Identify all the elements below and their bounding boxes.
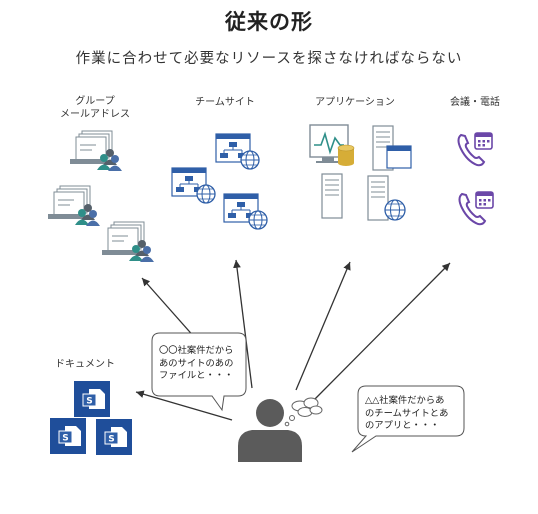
arrow-to-application bbox=[295, 261, 351, 391]
speech-bubble-right bbox=[351, 385, 465, 453]
documents-label: ドキュメント bbox=[55, 359, 115, 370]
person-icon bbox=[238, 399, 302, 462]
speech-bubble-left-text: 〇〇社案件だから あのサイトのあの ファイルと・・・ bbox=[159, 345, 234, 381]
monitor-database-icon bbox=[309, 124, 355, 166]
team-site-icon bbox=[171, 167, 216, 204]
phone-calendar-icon bbox=[457, 132, 493, 167]
thought-cloud bbox=[284, 397, 323, 427]
page-title: 従来の形 bbox=[225, 10, 313, 34]
server-icon bbox=[321, 173, 343, 219]
speech-bubble-right-text: △△社案件だからあ のチームサイトとあ のアプリと・・・ bbox=[365, 395, 449, 431]
team-site-icon bbox=[215, 133, 260, 170]
group-mail-icon bbox=[101, 221, 155, 263]
phone-calendar-icon bbox=[458, 191, 494, 226]
arrow-to-meeting bbox=[311, 262, 451, 403]
speech-bubble-left bbox=[151, 332, 247, 412]
server-window-icon bbox=[372, 125, 412, 171]
group-mail-icon bbox=[69, 130, 123, 172]
meeting-phone-label: 会議・電話 bbox=[450, 97, 500, 108]
arrow-to-team-site bbox=[233, 259, 253, 389]
group-mail-label: グループ メールアドレス bbox=[60, 96, 130, 120]
document-icon bbox=[49, 417, 87, 455]
document-icon bbox=[95, 418, 133, 456]
team-site-label: チームサイト bbox=[195, 97, 255, 108]
team-site-icon bbox=[223, 193, 268, 230]
application-label: アプリケーション bbox=[315, 97, 395, 108]
arrow-to-documents bbox=[135, 390, 233, 421]
group-mail-icon bbox=[47, 185, 101, 227]
document-icon bbox=[73, 380, 111, 418]
page-subtitle: 作業に合わせて必要なリソースを探さなければならない bbox=[75, 51, 463, 67]
server-globe-icon bbox=[367, 175, 406, 221]
